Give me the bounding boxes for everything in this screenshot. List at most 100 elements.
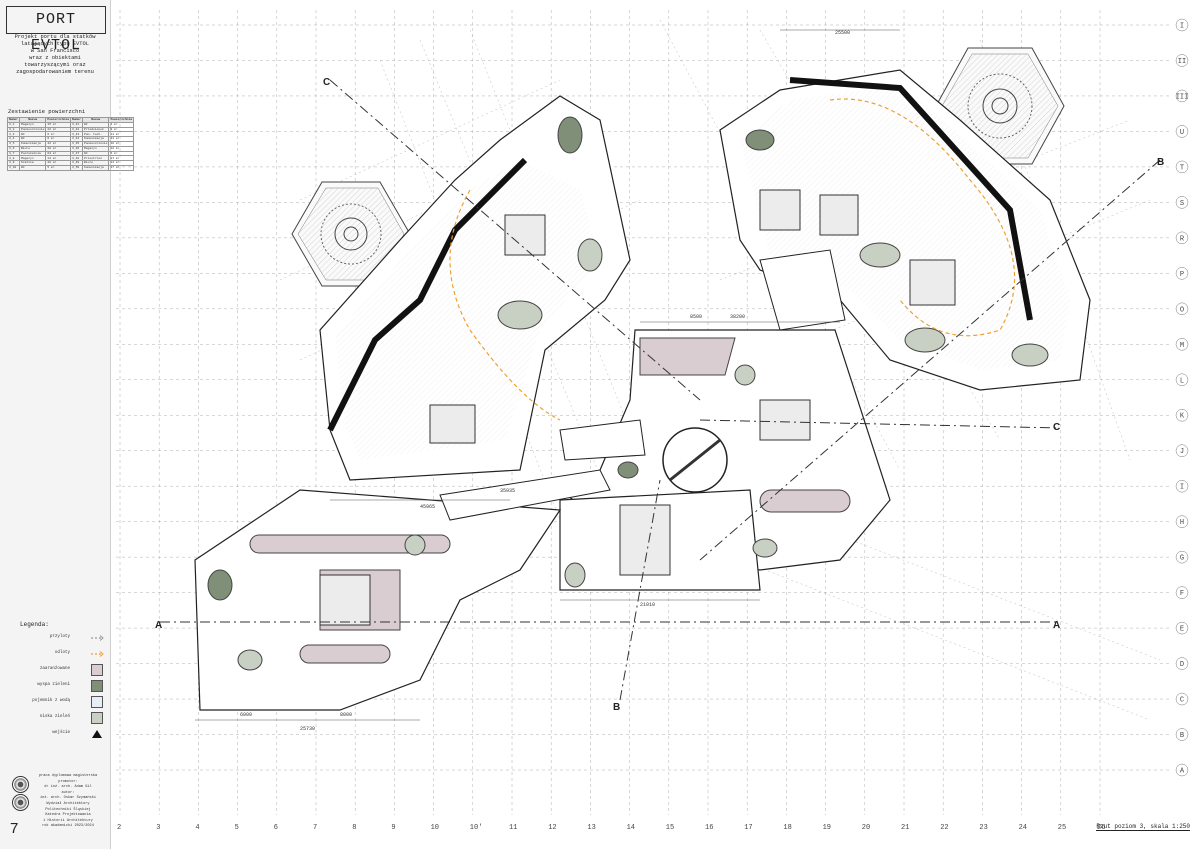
subtitle-line: latających typu EVTOL [21, 41, 89, 47]
legend-swatch [91, 680, 103, 692]
table-header: Powierzchnia [45, 117, 72, 123]
east-wing [719, 69, 1091, 391]
scale-caption: Rzut poziom 3, skala 1:250 [1096, 823, 1190, 831]
axis-bubble [1175, 515, 1189, 528]
legend-title: Legenda: [20, 621, 49, 628]
dimension-texts: 25500 45965 38200 25730 21010 35935 6000… [240, 30, 850, 732]
stair-core-icon [759, 189, 801, 231]
axis-bubble [1175, 18, 1189, 32]
helipad-west [291, 181, 411, 287]
subtitle-line: zagospodarowaniem terenu [16, 69, 94, 75]
column-label: 10' [470, 824, 483, 832]
axis-bubble [1175, 444, 1189, 457]
entrance-triangle-icon [91, 728, 103, 740]
column-label: 18 [783, 824, 791, 832]
sheet-title: PORT EVTOL [6, 6, 106, 54]
table-header: Numer [70, 117, 84, 123]
credits-line: i Historii Architektury [43, 818, 93, 823]
row-label: M [1180, 342, 1184, 350]
column-label: 21 [901, 824, 909, 832]
row-label: T [1180, 164, 1184, 172]
axis-bubble [1175, 302, 1189, 316]
axis-bubble [1175, 231, 1189, 245]
axis-bubble [1175, 408, 1189, 422]
arrival-route-icon [91, 632, 104, 644]
column-label: 7 [313, 824, 317, 832]
legend-label: wyspa zieleni [37, 683, 70, 687]
column-label: 22 [940, 824, 948, 832]
axis-bubble [1175, 728, 1189, 741]
row-label: S [1180, 200, 1184, 208]
legend-label: wejście [52, 731, 70, 735]
section-mark-b: B [1157, 157, 1164, 168]
axis-bubble [1175, 657, 1189, 670]
row-label: I [1180, 23, 1184, 31]
column-label: 12 [548, 824, 556, 832]
legend-label: pojemnik z wodą [32, 699, 70, 703]
table-cell: Komunikacja [82, 164, 110, 171]
legend-item: przyloty [6, 632, 106, 644]
dimension-text: 8500 [690, 314, 702, 320]
section-mark-c: C [323, 77, 330, 88]
row-label: R [1180, 235, 1185, 243]
row-label: P [1180, 271, 1184, 279]
column-label: 4 [195, 824, 199, 832]
row-label: A [1180, 768, 1185, 776]
column-label: 23 [979, 824, 987, 832]
stair-core-icon [759, 399, 811, 441]
table-cell: WC [19, 164, 47, 171]
dimension-text: 25500 [835, 30, 850, 36]
subtitle-line: w San Francisco [30, 48, 80, 54]
column-label: 19 [823, 824, 831, 832]
section-mark-c: C [1053, 422, 1060, 433]
column-label: 8 [352, 824, 356, 832]
section-labels: A A B B C C [155, 77, 1164, 713]
corridors [439, 249, 846, 521]
legend-label: przyloty [49, 635, 70, 639]
axis-bubble [1175, 550, 1189, 564]
credits-line: Wydział Architektury [46, 801, 90, 806]
axis-bubble [1175, 125, 1189, 138]
axis-bubble [1175, 267, 1189, 280]
south-west-block [194, 489, 562, 711]
faculty-seal-icon [12, 794, 29, 811]
dimension-lines [195, 29, 900, 721]
sheet-subtitle: Projekt portu dla statków latających typ… [4, 34, 106, 76]
column-label: 13 [587, 824, 595, 832]
axis-bubble [1175, 54, 1189, 67]
axis-bubble [1175, 160, 1189, 174]
legend-item: odloty [6, 648, 106, 660]
row-label: K [1180, 413, 1185, 421]
axis-bubble [1175, 479, 1189, 493]
table-cell: 37 m² [108, 164, 135, 171]
legend-swatch [91, 664, 103, 676]
axis-bubble [1175, 338, 1189, 351]
column-label: 20 [862, 824, 870, 832]
column-label: 5 [235, 824, 239, 832]
dimension-text: 25730 [300, 726, 315, 732]
table-cell: 5 m² [45, 164, 72, 171]
departure-route-icon [91, 648, 104, 660]
axis-bubble [1175, 586, 1189, 599]
credits-line: dr inż. arch. Adam Gil [44, 785, 92, 790]
legend-label: zaaranżowane [39, 667, 70, 671]
stair-core-icon [429, 404, 476, 444]
title-block: PORT EVTOL Projekt portu dla statków lat… [0, 0, 135, 849]
axis-bubble [1175, 373, 1189, 387]
axis-bubble [1175, 89, 1189, 103]
row-label: II [1178, 58, 1186, 66]
dimension-text: 8000 [340, 712, 352, 718]
stair-core-icon [819, 194, 859, 236]
section-lines [160, 79, 1161, 701]
row-label: D [1180, 661, 1184, 669]
row-label: E [1180, 626, 1184, 634]
dimension-text: 38200 [730, 314, 745, 320]
row-label: C [1180, 697, 1184, 705]
subtitle-line: towarzyszącymi oraz [24, 62, 86, 68]
legend-item: zaaranżowane [6, 664, 106, 676]
